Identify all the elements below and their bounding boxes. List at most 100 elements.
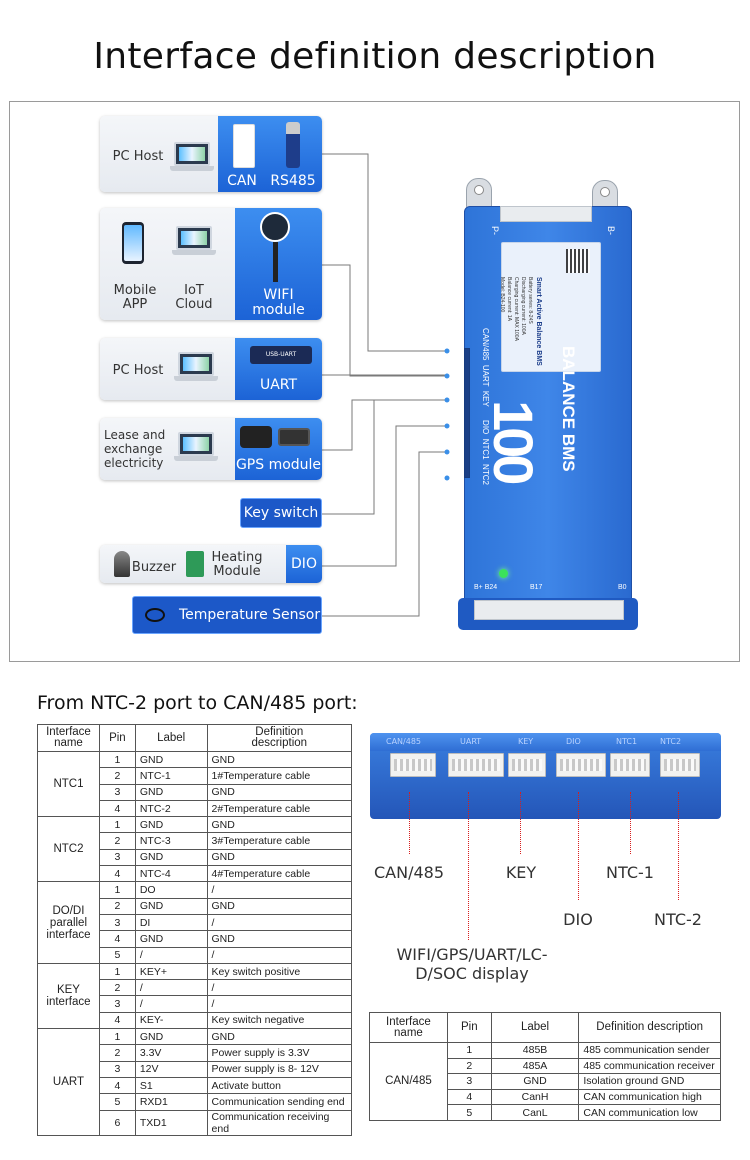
label-cell: CanH	[490, 1088, 580, 1106]
bms-spec-1: Battery series: 8-24S	[527, 277, 533, 324]
pin-cell: 2	[98, 897, 136, 915]
label-cell: 12V	[134, 1060, 208, 1078]
temperature-sensor-label: Temperature Sensor	[179, 607, 321, 623]
heating-module-label: Heating Module	[211, 550, 263, 579]
port-ntc1	[610, 753, 650, 777]
definition-cell: GND	[206, 848, 353, 867]
interface-name-cell: KEY interface	[37, 962, 100, 1030]
definition-cell: 485 communication sender	[578, 1042, 721, 1059]
port-key	[508, 753, 546, 777]
pin-cell: 1	[98, 962, 136, 981]
col-pin: Pin	[446, 1012, 492, 1043]
rs485-dongle-icon	[286, 122, 300, 168]
heating-module-icon	[186, 551, 204, 577]
port-label-wifi: WIFI/GPS/UART/LC- D/SOC display	[396, 945, 548, 983]
photo-label-uart: UART	[460, 737, 482, 746]
label-cell: 485B	[490, 1042, 580, 1059]
terminal-mid-label: B17	[530, 584, 543, 591]
pin-cell: 1	[98, 881, 136, 899]
port-label-key: KEY	[505, 863, 537, 882]
definition-cell: GND	[206, 750, 353, 769]
label-cell: NTC-4	[134, 865, 208, 883]
bms-spec-5: Model: B24-100	[499, 277, 505, 313]
pin-cell: 2	[98, 767, 136, 785]
pointer-ntc2	[678, 792, 679, 900]
definition-cell: /	[206, 881, 353, 899]
label-cell: KEY+	[134, 962, 208, 981]
pointer-wifi	[468, 792, 469, 940]
label-cell: DI	[134, 913, 208, 932]
label-cell: GND	[134, 930, 208, 948]
top-connector	[500, 206, 592, 222]
pointer-can485	[409, 792, 410, 854]
definition-cell: /	[206, 946, 353, 964]
port-ntc2	[660, 753, 700, 777]
p-minus-label: P-	[490, 226, 500, 235]
laptop-icon	[172, 226, 216, 258]
buzzer-label: Buzzer	[131, 560, 177, 575]
interface-name-cell: NTC1	[37, 750, 100, 818]
table-row: 3//	[38, 995, 353, 1013]
definition-cell: Key switch negative	[206, 1011, 353, 1030]
port-label-dio: DIO	[563, 910, 593, 929]
pin-cell: 3	[98, 995, 136, 1013]
bms-spec-3: Charging current: MAX 100A	[513, 277, 519, 341]
photo-label-ntc2: NTC2	[660, 737, 682, 746]
label-cell: NTC-2	[134, 799, 208, 818]
label-cell: GND	[134, 897, 208, 915]
col-definition: Definition description	[206, 724, 353, 752]
definition-cell: GND	[206, 930, 353, 948]
port-dio	[556, 753, 606, 777]
interface-name-cell: UART	[37, 1028, 100, 1136]
pin-cell: 2	[98, 832, 136, 850]
uart-module-label: UART	[259, 377, 298, 393]
port-photo: CAN/485 UART KEY DIO NTC1 NTC2	[370, 733, 721, 819]
label-cell: RXD1	[134, 1093, 208, 1111]
port-can485	[390, 753, 436, 777]
definition-cell: Communication sending end	[206, 1093, 353, 1111]
mobile-app-label: Mobile APP	[113, 283, 157, 312]
pin-cell: 4	[446, 1088, 492, 1106]
wifi-cable-icon	[273, 242, 278, 282]
pin-cell: 2	[98, 979, 136, 997]
label-cell: 485A	[490, 1057, 580, 1075]
wifi-card: Mobile APP IoT Cloud WIFI module	[100, 208, 322, 320]
label-cell: CanL	[490, 1104, 580, 1121]
pointer-dio	[578, 792, 579, 900]
port-uart	[448, 753, 504, 777]
label-cell: /	[134, 946, 208, 964]
can-module-icon	[233, 124, 255, 168]
label-cell: DO	[134, 881, 208, 899]
pin-cell: 2	[446, 1057, 492, 1075]
buzzer-icon	[114, 551, 130, 577]
label-cell: /	[134, 979, 208, 997]
pin-cell: 4	[98, 930, 136, 948]
status-led	[499, 569, 508, 578]
wifi-module-label: WIFI module	[252, 287, 305, 318]
label-cell: NTC-1	[134, 767, 208, 785]
bms-label-title: Smart Active Balance BMS	[535, 277, 542, 366]
bms-spec-4: Balance current: 1A	[506, 277, 512, 321]
definition-cell: /	[206, 913, 353, 932]
definition-cell: Power supply is 8- 12V	[206, 1060, 353, 1078]
interface-table-2: Interface name Pin Label Definition desc…	[369, 1012, 721, 1121]
port-label-can485: CAN/485	[374, 863, 445, 882]
label-cell: GND	[490, 1073, 580, 1090]
pc-host-label: PC Host	[112, 363, 164, 378]
b-minus-label: B-	[606, 226, 616, 235]
photo-label-dio: DIO	[566, 737, 581, 746]
definition-cell: Activate button	[206, 1076, 353, 1095]
